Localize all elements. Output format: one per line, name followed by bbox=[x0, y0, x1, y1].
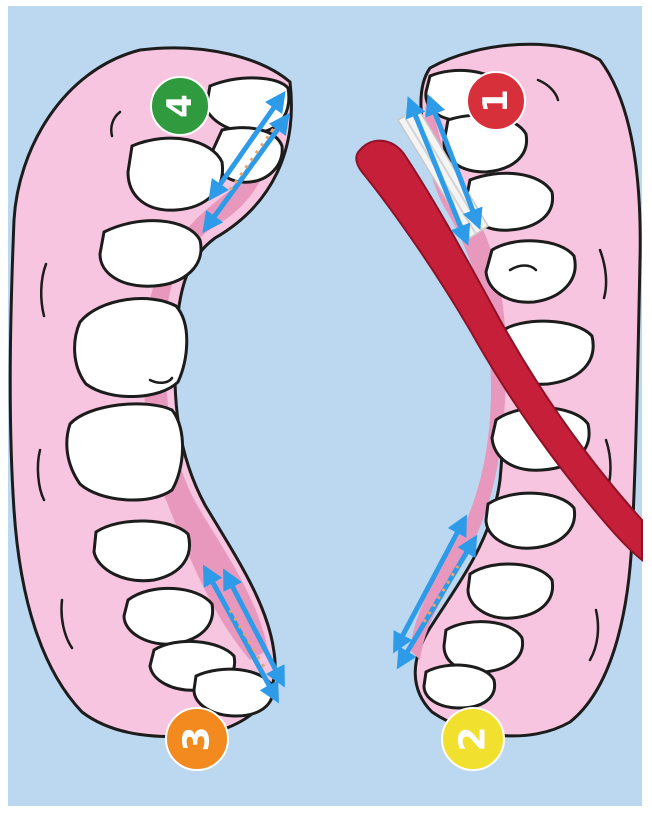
tooth bbox=[486, 241, 575, 302]
tooth bbox=[75, 299, 187, 397]
number-badge-3-icon: 3 bbox=[166, 708, 228, 770]
tooth bbox=[486, 493, 575, 548]
badge-number-1: 1 bbox=[476, 89, 516, 113]
tooth bbox=[67, 404, 183, 500]
badge-number-2: 2 bbox=[453, 726, 494, 751]
tooth bbox=[424, 665, 495, 708]
number-badge-4-icon: 4 bbox=[151, 77, 209, 135]
tooth bbox=[128, 138, 223, 210]
tooth bbox=[94, 521, 190, 581]
number-badge-1-icon: 1 bbox=[467, 72, 525, 130]
number-badge-2-icon: 2 bbox=[442, 708, 504, 770]
badge-number-4: 4 bbox=[160, 94, 200, 118]
tooth bbox=[468, 564, 553, 618]
tooth bbox=[100, 221, 201, 287]
tooth bbox=[124, 588, 213, 644]
badge-number-3: 3 bbox=[177, 726, 218, 751]
